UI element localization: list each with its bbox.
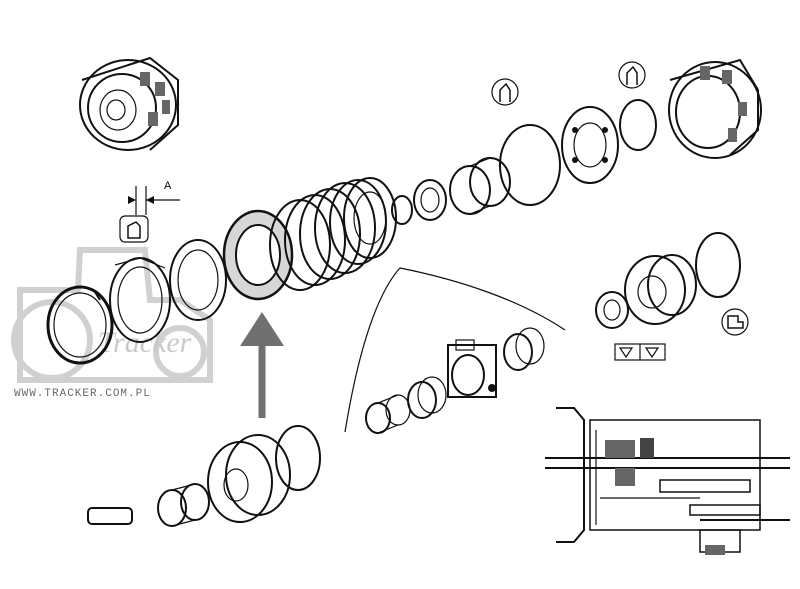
triangle-down-icon — [618, 347, 634, 359]
clutch-hub — [109, 257, 171, 343]
bearing-small-right — [595, 291, 629, 329]
helical-gear — [207, 434, 291, 523]
watermark-url: WWW.TRACKER.COM.PL — [14, 388, 151, 400]
orientation-marks — [614, 343, 666, 361]
retaining-clip — [391, 195, 413, 225]
pin — [87, 507, 133, 525]
seal-icon — [721, 308, 749, 336]
o-ring-lower — [275, 425, 321, 491]
bearing-sleeve — [449, 157, 511, 215]
bearing-center — [407, 376, 447, 419]
bushing — [503, 327, 545, 371]
piston — [561, 106, 619, 184]
bottle-icon — [119, 215, 149, 243]
o-ring-small — [619, 99, 657, 151]
needle-bearing — [157, 483, 210, 527]
o-ring-right — [695, 232, 741, 298]
clutch-drum-right — [668, 58, 762, 159]
leader-line — [344, 267, 566, 433]
bearing-race — [413, 179, 447, 221]
shift-fork-housing — [447, 339, 497, 398]
steel-plate — [169, 239, 227, 321]
sleeve-tube — [365, 394, 411, 434]
dimension-label: A — [164, 180, 172, 192]
friction-disc-highlighted — [222, 209, 294, 301]
clutch-disc-pack — [269, 177, 397, 291]
clutch-drum-left — [79, 56, 179, 151]
gear-right — [624, 254, 697, 325]
bottle-icon — [491, 78, 519, 106]
direction-arrow — [240, 312, 284, 418]
snap-ring-large — [46, 285, 114, 365]
dimension-marker — [128, 186, 180, 215]
bottle-icon — [618, 61, 646, 89]
o-ring-large — [499, 124, 561, 206]
transmission-cross-section — [545, 407, 790, 555]
triangle-down-icon — [644, 347, 660, 359]
